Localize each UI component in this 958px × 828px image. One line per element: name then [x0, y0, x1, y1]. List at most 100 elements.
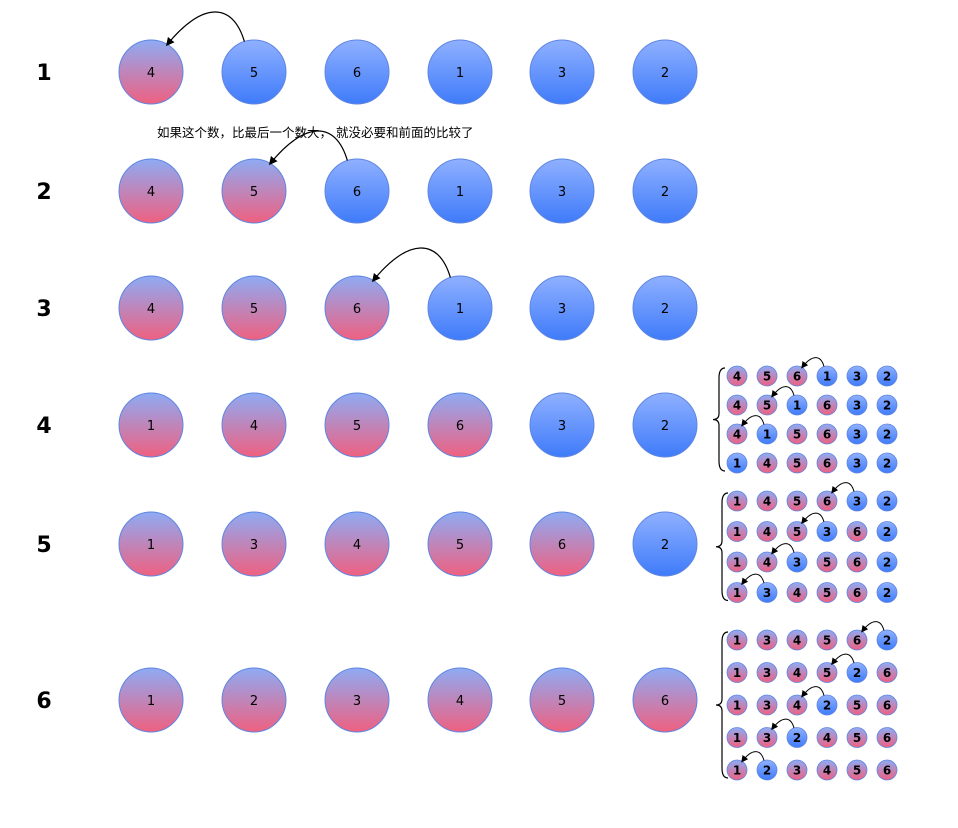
unsorted-number-circle	[816, 694, 838, 716]
sorted-number-circle	[118, 275, 184, 341]
circle-value: 3	[558, 419, 566, 434]
compare-arrow	[771, 386, 795, 398]
unsorted-number-circle	[846, 662, 868, 683]
circle-value: 6	[823, 495, 831, 509]
circle-value: 2	[883, 634, 891, 648]
circle-value: 5	[250, 302, 258, 317]
sorted-number-circle	[816, 490, 838, 512]
sorted-number-circle	[726, 394, 748, 416]
circle-value: 6	[853, 525, 861, 539]
sorted-number-circle	[816, 662, 838, 683]
sorted-number-circle	[221, 511, 287, 577]
sorted-number-circle	[816, 551, 838, 573]
circle-value: 4	[793, 699, 801, 713]
circle-value: 4	[733, 428, 741, 442]
unsorted-number-circle	[427, 275, 493, 341]
sorted-number-circle	[756, 521, 778, 542]
unsorted-number-circle	[786, 727, 808, 748]
circle-value: 1	[147, 419, 155, 434]
unsorted-number-circle	[632, 511, 698, 577]
curly-brace	[712, 367, 726, 472]
circle-value: 3	[763, 699, 771, 713]
circle-value: 3	[763, 731, 771, 745]
circle-value: 5	[793, 428, 801, 442]
step-label: 1	[36, 61, 51, 86]
sorted-number-circle	[816, 629, 838, 651]
circle-value: 3	[853, 495, 861, 509]
sorted-number-circle	[756, 551, 778, 573]
circle-value: 6	[353, 185, 361, 200]
circle-value: 1	[733, 731, 741, 745]
compare-arrow	[801, 686, 825, 698]
step-label: 6	[36, 689, 51, 714]
unsorted-number-circle	[529, 275, 595, 341]
sorted-number-circle	[756, 452, 778, 474]
unsorted-number-circle	[876, 490, 898, 512]
sorted-number-circle	[786, 490, 808, 512]
circle-value: 4	[353, 538, 361, 553]
curly-brace	[715, 492, 729, 602]
compare-arrow	[741, 573, 765, 586]
circle-value: 6	[353, 66, 361, 81]
sorted-number-circle	[786, 629, 808, 651]
circle-value: 1	[793, 399, 801, 413]
sorted-number-circle	[427, 667, 493, 733]
sorted-number-circle	[756, 365, 778, 387]
unsorted-number-circle	[876, 423, 898, 445]
circle-value: 3	[853, 457, 861, 471]
step-label: 3	[36, 297, 51, 322]
circle-value: 6	[353, 302, 361, 317]
circle-value: 4	[147, 185, 155, 200]
circle-value: 1	[733, 699, 741, 713]
circle-value: 4	[793, 634, 801, 648]
circle-value: 3	[793, 556, 801, 570]
circle-value: 6	[823, 399, 831, 413]
circle-value: 2	[883, 525, 891, 539]
circle-value: 3	[558, 185, 566, 200]
circle-value: 3	[763, 666, 771, 680]
circle-value: 2	[661, 185, 669, 200]
compare-arrow	[771, 543, 795, 555]
sorted-number-circle	[816, 423, 838, 445]
sorted-number-circle	[756, 490, 778, 512]
sorted-number-circle	[846, 521, 868, 542]
circle-value: 3	[353, 694, 361, 709]
sorted-number-circle	[726, 423, 748, 445]
sorted-number-circle	[816, 759, 838, 781]
unsorted-number-circle	[816, 365, 838, 387]
circle-value: 5	[853, 764, 861, 778]
unsorted-number-circle	[756, 582, 778, 603]
circle-value: 2	[853, 666, 861, 680]
unsorted-number-circle	[876, 365, 898, 387]
sorted-number-circle	[324, 392, 390, 458]
sorted-number-circle	[118, 39, 184, 105]
compare-arrow	[771, 718, 795, 731]
circle-value: 1	[733, 586, 741, 600]
sorted-number-circle	[786, 365, 808, 387]
sorted-number-circle	[726, 662, 748, 683]
unsorted-number-circle	[876, 521, 898, 542]
compare-arrow	[741, 751, 765, 763]
circle-value: 5	[823, 634, 831, 648]
circle-value: 1	[823, 370, 831, 384]
circle-value: 5	[250, 66, 258, 81]
compare-arrow	[831, 653, 855, 666]
circle-value: 2	[661, 302, 669, 317]
circle-value: 1	[733, 457, 741, 471]
unsorted-number-circle	[632, 39, 698, 105]
step-label: 4	[36, 414, 51, 439]
sorted-number-circle	[786, 694, 808, 716]
sorted-number-circle	[846, 694, 868, 716]
